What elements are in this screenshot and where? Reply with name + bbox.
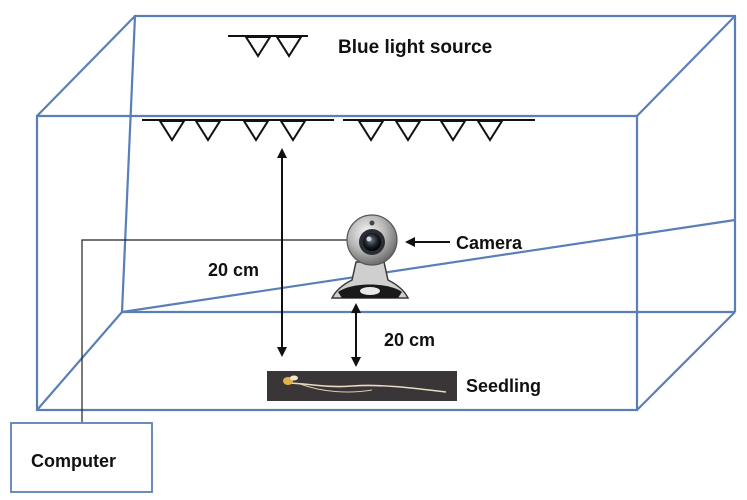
light-bar-left <box>142 119 334 142</box>
camera-base-light <box>360 287 380 295</box>
chamber-box <box>35 14 737 412</box>
triangle-down-icon <box>158 120 186 142</box>
triangle-down-icon <box>394 120 422 142</box>
seedling-root <box>299 383 373 393</box>
camera-cable <box>81 239 348 422</box>
camera-label: Camera <box>456 233 523 253</box>
seedling-cotyledon <box>290 375 298 381</box>
triangle-down-icon <box>476 120 504 142</box>
seedling-stem <box>289 382 447 393</box>
triangle-down-icon <box>242 120 270 142</box>
chamber-edge-bottom-left <box>36 311 123 411</box>
webcam-icon <box>330 214 410 299</box>
seedling-image <box>267 371 457 401</box>
triangle-down-icon <box>357 120 385 142</box>
triangle-down-icon <box>275 36 303 58</box>
computer-box <box>10 422 153 493</box>
camera-lens-highlight <box>366 236 372 242</box>
chamber-edge-top-right <box>636 15 736 117</box>
camera-indicator <box>369 220 375 226</box>
light-bar-right <box>343 119 535 142</box>
light-to-seedling-distance: 20 cm <box>208 260 259 280</box>
triangle-down-icon <box>244 36 272 58</box>
chamber-edge-bottom-right <box>636 311 736 411</box>
chamber-edge-top-left <box>36 15 136 117</box>
chamber-front-face <box>35 114 639 412</box>
triangle-down-icon <box>194 120 222 142</box>
computer-label: Computer <box>31 451 116 471</box>
light-source-legend <box>228 35 308 58</box>
camera-to-seedling-distance: 20 cm <box>384 330 435 350</box>
camera-lens <box>363 233 381 251</box>
triangle-down-icon <box>439 120 467 142</box>
light-source-label: Blue light source <box>338 37 492 58</box>
triangle-down-icon <box>279 120 307 142</box>
seedling-label: Seedling <box>466 376 541 396</box>
